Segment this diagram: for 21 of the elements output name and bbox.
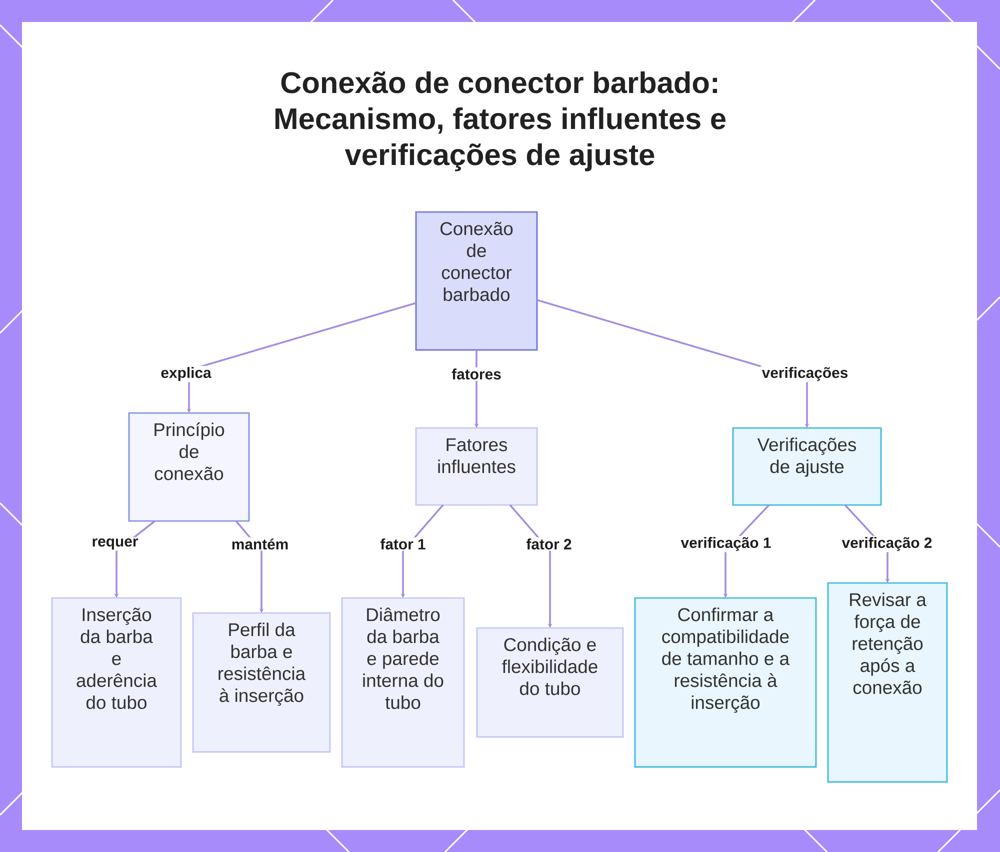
edge-label: verificação 1 (680, 536, 772, 552)
edge-label: explica (159, 366, 213, 382)
edge-label: fator 1 (378, 537, 428, 551)
edge-label: verificação 2 (840, 536, 934, 552)
edge-label: requer (90, 537, 140, 551)
edge-label: mantém (230, 537, 290, 551)
concept-box: Fatores influentes (415, 427, 538, 506)
concept-box: Verificações de ajuste (732, 427, 882, 506)
concept-box: Perfil da barba e resistência à inserção (192, 612, 331, 753)
edge-label: verificações (760, 366, 850, 382)
title: Conexão de conector barbado: Mecanismo, fatores influentes e verificações de ajuste (275, 71, 726, 172)
concept-box: Revisar a força de retenção após a conexão (827, 582, 948, 783)
connector-arrow (509, 504, 552, 628)
concept-box: Conexão de conector barbado (415, 211, 538, 351)
edge-label: fatores (450, 367, 503, 381)
concept-box: Diâmetro da barba e parede interna do tubo (341, 597, 465, 768)
concept-box: Inserção da barba e aderência do tubo (51, 597, 182, 768)
edge-label: fator 2 (524, 537, 574, 551)
concept-box: Confirmar a compatibilidade de tamanho e a resistência à inserção (634, 597, 817, 768)
concept-box: Princípio de conexão (128, 412, 250, 522)
concept-box: Condição e flexibilidade do tubo (476, 627, 624, 738)
